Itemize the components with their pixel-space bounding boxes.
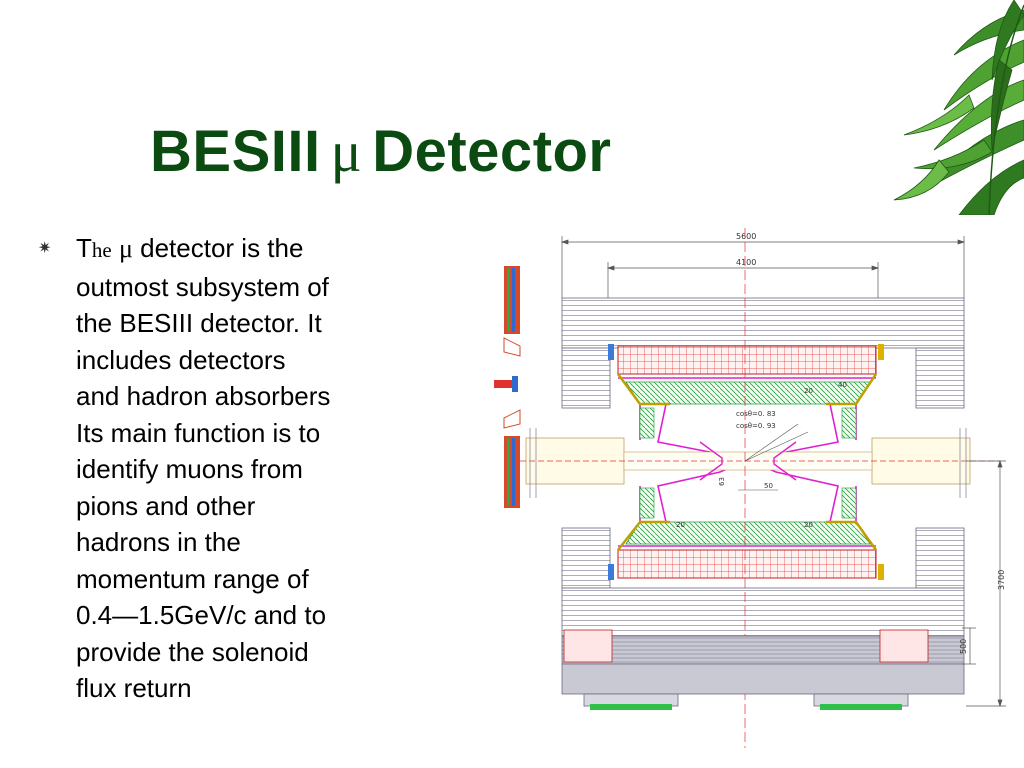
body-line-3: the BESIII detector. It (76, 308, 322, 338)
body-line-2: outmost subsystem of (76, 271, 329, 302)
body-line-7: identify muons from (76, 454, 303, 484)
label-50: 50 (764, 482, 773, 490)
green-endcap-ll (639, 487, 655, 519)
dimension-5600 (560, 236, 966, 298)
green-endcap-lr (841, 487, 857, 519)
body-line-10: momentum range of (76, 563, 309, 594)
body-line-8: pions and other (76, 490, 256, 521)
body-line-13: flux return (76, 673, 192, 703)
bullet-text: The μ detector is the outmost subsystem … (76, 230, 426, 707)
label-20-top: 20 (804, 387, 813, 395)
label-40: 40 (838, 381, 847, 389)
green-endcap-ul (639, 407, 655, 439)
body-line-5: and hadron absorbers (76, 381, 331, 411)
label-20-bottom-right: 20 (804, 521, 813, 529)
left-endcap-strips (494, 266, 521, 508)
body-line-11: 0.4—1.5GeV/c and to (76, 600, 327, 630)
detector-diagram: 5600 4100 (494, 228, 1006, 748)
green-endcap-ur (841, 407, 857, 439)
body-line-4: includes detectors (76, 344, 286, 375)
body-line-6: Its main function is to (76, 417, 321, 448)
body-line-1: The μ detector is the (76, 233, 304, 263)
yellow-marker-lr (878, 564, 884, 580)
title-mu: μ (330, 119, 363, 184)
angle-lines (744, 423, 809, 462)
base-structure (561, 629, 965, 710)
cos-label-2: cosθ=0. 93 (736, 422, 776, 430)
emc-bottom (617, 549, 877, 579)
dim-3700-label: 3700 (997, 570, 1006, 590)
title-prefix: BESIII (150, 119, 321, 184)
blue-marker-ul (608, 344, 614, 360)
yellow-marker-ur (878, 344, 884, 360)
yoke-bottom (561, 527, 965, 637)
title-suffix: Detector (372, 119, 612, 184)
emc-top (617, 345, 877, 375)
yoke-top (561, 297, 965, 409)
label-63: 63 (718, 477, 726, 486)
beam-pipe (520, 428, 1000, 498)
dim-4100-label: 4100 (736, 258, 756, 267)
bamboo-leaves-image (893, 0, 1024, 215)
dimension-500 (962, 627, 976, 665)
green-layer-top (625, 381, 871, 405)
dim-500-label: 500 (959, 639, 968, 654)
dim-5600-label: 5600 (736, 232, 756, 241)
label-20-bottom-left: 20 (676, 521, 685, 529)
blue-marker-ll (608, 564, 614, 580)
body-line-12: provide the solenoid (76, 636, 309, 667)
cos-label-1: cosθ=0. 83 (736, 410, 776, 418)
yellow-supports (616, 373, 878, 551)
body-line-9: hadrons in the (76, 527, 241, 557)
dimension-3700 (966, 459, 1006, 708)
green-layer-bottom (625, 521, 871, 545)
asterisk-bullet-icon: ✷ (38, 240, 52, 257)
